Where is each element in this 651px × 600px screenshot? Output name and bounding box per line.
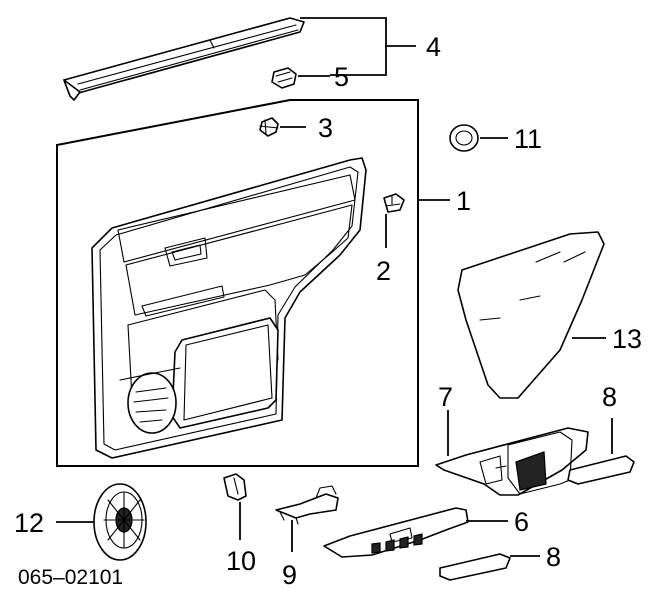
grommet-part-11 xyxy=(449,124,508,152)
diagram-code: 065–02101 xyxy=(18,566,123,589)
clip-part-5 xyxy=(271,67,330,89)
service-cover-part-13 xyxy=(457,231,606,399)
door-trim-panel xyxy=(91,157,367,459)
callout-9: 9 xyxy=(282,560,297,590)
clip-part-10 xyxy=(223,473,247,540)
callout-2: 2 xyxy=(376,256,391,286)
clip-part-3 xyxy=(259,117,306,137)
bezel-part-8-upper xyxy=(567,418,635,485)
speaker-part-12 xyxy=(56,483,147,561)
clip-part-2 xyxy=(383,193,405,248)
callout-8-upper: 8 xyxy=(602,382,617,412)
callout-4: 4 xyxy=(426,32,441,62)
callout-12: 12 xyxy=(14,508,44,538)
callout-5: 5 xyxy=(334,62,349,92)
callout-1: 1 xyxy=(456,186,471,216)
callout-7: 7 xyxy=(438,382,453,412)
callout-6: 6 xyxy=(514,507,529,537)
door-trim-assembly-frame xyxy=(56,99,419,467)
armrest-base-part-6 xyxy=(323,507,508,558)
callout-3: 3 xyxy=(318,113,333,143)
bracket-part-9 xyxy=(275,485,339,552)
window-switch-part-7 xyxy=(435,410,589,496)
callout-10: 10 xyxy=(226,546,256,576)
callout-11: 11 xyxy=(514,124,542,154)
callout-13: 13 xyxy=(612,324,642,354)
bezel-part-8-lower xyxy=(439,553,540,581)
callout-8-lower: 8 xyxy=(546,542,561,572)
weatherstrip-part-4 xyxy=(63,17,416,101)
